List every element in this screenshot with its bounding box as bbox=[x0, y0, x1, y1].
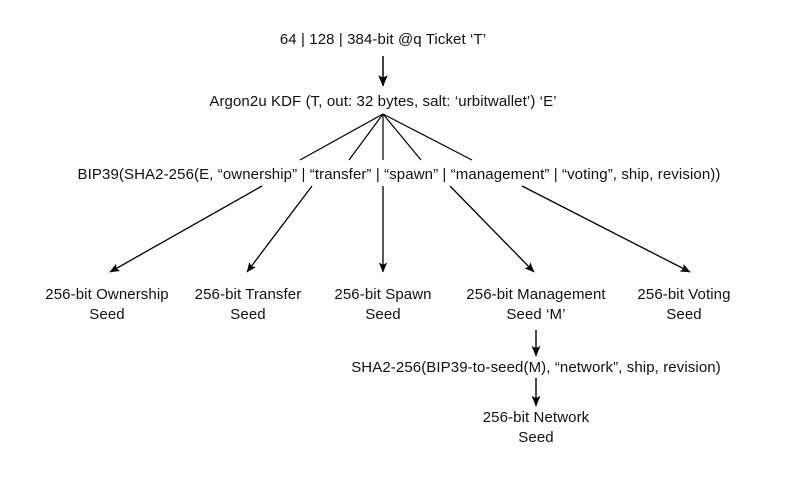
node-transfer-seed: 256-bit Transfer Seed bbox=[195, 285, 302, 325]
arrow-to-management-seed bbox=[449, 185, 535, 273]
voting-seed-line2: Seed bbox=[666, 306, 702, 323]
fan-line-management bbox=[382, 113, 422, 161]
management-seed-line2: Seed ‘M’ bbox=[506, 306, 566, 323]
management-seed-line1: 256-bit Management bbox=[466, 286, 606, 303]
network-seed-line2: Seed bbox=[518, 429, 554, 446]
spawn-seed-line1: 256-bit Spawn bbox=[334, 286, 432, 303]
ownership-seed-line1: 256-bit Ownership bbox=[45, 286, 169, 303]
node-management-seed: 256-bit Management Seed ‘M’ bbox=[466, 285, 605, 325]
transfer-seed-line2: Seed bbox=[230, 306, 266, 323]
spawn-seed-line2: Seed bbox=[365, 306, 401, 323]
node-network-formula: SHA2-256(BIP39-to-seed(M), “network”, sh… bbox=[351, 359, 721, 376]
node-voting-seed: 256-bit Voting Seed bbox=[637, 285, 730, 325]
transfer-seed-line1: 256-bit Transfer bbox=[194, 286, 302, 303]
ownership-seed-line2: Seed bbox=[89, 306, 125, 323]
fan-line-voting bbox=[382, 113, 473, 161]
network-seed-line1: 256-bit Network bbox=[482, 409, 590, 426]
node-argon2u-kdf: Argon2u KDF (T, out: 32 bytes, salt: ‘ur… bbox=[209, 93, 557, 110]
fan-line-ownership bbox=[299, 113, 384, 161]
node-ticket: 64 | 128 | 384-bit @q Ticket ‘T’ bbox=[279, 31, 487, 48]
arrow-to-voting-seed bbox=[521, 185, 691, 273]
voting-seed-line1: 256-bit Voting bbox=[637, 286, 731, 303]
node-ownership-seed: 256-bit Ownership Seed bbox=[45, 285, 168, 325]
arrow-to-ownership-seed bbox=[109, 185, 263, 273]
node-network-seed: 256-bit Network Seed bbox=[483, 408, 590, 448]
fan-line-transfer bbox=[348, 113, 384, 161]
arrow-to-transfer-seed bbox=[246, 185, 313, 273]
node-bip39-derivation: BIP39(SHA2-256(E, “ownership” | “transfe… bbox=[77, 166, 721, 183]
node-spawn-seed: 256-bit Spawn Seed bbox=[334, 285, 431, 325]
